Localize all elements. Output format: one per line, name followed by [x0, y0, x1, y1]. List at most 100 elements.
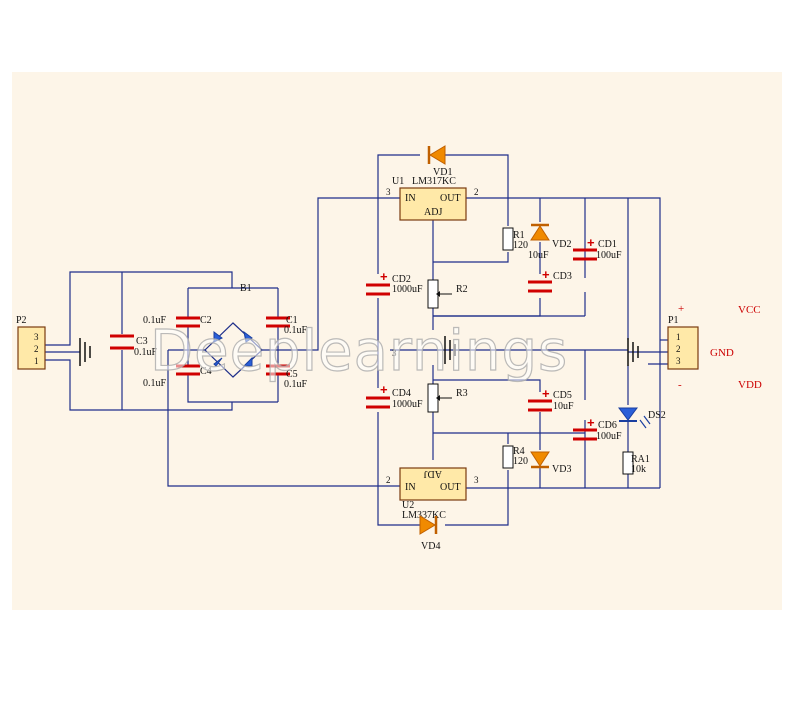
- capacitor-cd2: + CD2 1000uF: [366, 269, 423, 296]
- vdd-label: VDD: [738, 379, 762, 391]
- potentiometer-r3: R3: [427, 383, 468, 413]
- capacitor-cd3: + CD3: [528, 267, 572, 293]
- capacitor-cd6: + CD6 100uF: [573, 415, 622, 442]
- vd2-ref: VD2: [552, 239, 571, 250]
- capacitor-c5: C5 0.1uF: [266, 364, 308, 390]
- u2-pin-out: 3: [474, 475, 479, 485]
- p1-ref: P1: [668, 315, 679, 326]
- regulator-u2: ADJ IN OUT 2 3 U2 LM337KC: [386, 467, 479, 521]
- r2-ref: R2: [456, 284, 468, 295]
- cd5-value: 10uF: [553, 401, 574, 412]
- watermark-text: Deeplearnings: [150, 319, 568, 384]
- p2-ref: P2: [16, 315, 27, 326]
- svg-text:+: +: [587, 235, 595, 250]
- ra1-value: 10k: [631, 464, 646, 475]
- diode-vd2: VD2 10uF: [528, 223, 571, 261]
- wires: [45, 154, 668, 526]
- resistor-ra1: RA1 10k: [622, 451, 650, 475]
- svg-text:+: +: [380, 269, 388, 284]
- u2-part: LM337KC: [402, 510, 446, 521]
- p2-pin-c: 1: [34, 356, 39, 366]
- svg-text:+: +: [587, 415, 595, 430]
- u1-out: OUT: [440, 193, 461, 204]
- u2-adj: ADJ: [424, 468, 442, 479]
- u1-adj: ADJ: [424, 207, 442, 218]
- c3-value: 0.1uF: [134, 347, 158, 358]
- p1-pin-b: 2: [676, 344, 681, 354]
- connector-p2: P2 3 2 1: [16, 315, 46, 370]
- r3-ref: R3: [456, 388, 468, 399]
- cd6-value: 100uF: [596, 431, 622, 442]
- c5-ref: C5: [286, 369, 298, 380]
- svg-text:+: +: [542, 386, 550, 401]
- u2-ref: U2: [402, 500, 414, 511]
- regulator-u1: U1 LM317KC IN OUT ADJ 3 2: [386, 176, 479, 221]
- plus-sign: +: [678, 303, 684, 315]
- u2-pin-in: 2: [386, 475, 391, 485]
- c1-ref: C1: [286, 315, 298, 326]
- p1-pin-a: 1: [676, 332, 681, 342]
- cd6-ref: CD6: [598, 420, 617, 431]
- c3-ref: C3: [136, 336, 148, 347]
- cd4-ref: CD4: [392, 388, 411, 399]
- p2-pin-a: 3: [34, 332, 39, 342]
- capacitor-cd4: + CD4 1000uF: [366, 382, 423, 410]
- connector-p1: P1 1 2 3: [667, 315, 699, 370]
- diode-vd1: VD1: [427, 145, 452, 178]
- capacitor-c1: C1 0.1uF: [266, 315, 308, 336]
- ra1-ref: RA1: [631, 454, 650, 465]
- led-ds2: DS2: [618, 407, 666, 429]
- schematic-sheet: [12, 72, 782, 610]
- vd3-ref: VD3: [552, 464, 571, 475]
- u2-in: IN: [405, 482, 416, 493]
- diode-vd4: VD4: [419, 515, 440, 552]
- u1-in: IN: [405, 193, 416, 204]
- u1-pin-in: 3: [386, 187, 391, 197]
- resistor-r4: R4 120: [502, 445, 528, 469]
- capacitor-c3: C3 0.1uF: [110, 334, 158, 358]
- svg-text:+: +: [542, 267, 550, 282]
- ground-center-symbol: [444, 336, 456, 364]
- cd1-ref: CD1: [598, 239, 617, 250]
- cd3-value-top: 10uF: [528, 250, 549, 261]
- ground-left-symbol: [79, 338, 91, 366]
- p2-pin-b: 2: [34, 344, 39, 354]
- r1-value: 120: [513, 240, 528, 251]
- node-pin3: 3: [392, 348, 397, 358]
- ds2-ref: DS2: [648, 410, 666, 421]
- capacitor-cd1: + CD1 100uF: [573, 235, 622, 261]
- cd2-ref: CD2: [392, 274, 411, 285]
- ground-right-symbol: [627, 338, 639, 366]
- b1-ref: B1: [240, 283, 252, 294]
- cd3-ref: CD3: [553, 271, 572, 282]
- cd4-value: 1000uF: [392, 399, 423, 410]
- c5-value: 0.1uF: [284, 379, 308, 390]
- cd5-ref: CD5: [553, 390, 572, 401]
- cd2-value: 1000uF: [392, 284, 423, 295]
- u2-out: OUT: [440, 482, 461, 493]
- r4-ref: R4: [513, 446, 525, 457]
- r1-ref: R1: [513, 230, 525, 241]
- u1-ref: U1: [392, 176, 404, 187]
- svg-text:+: +: [380, 382, 388, 397]
- gnd-label: GND: [710, 347, 734, 359]
- cd1-value: 100uF: [596, 250, 622, 261]
- p1-pin-c: 3: [676, 356, 681, 366]
- c4-value: 0.1uF: [143, 378, 167, 389]
- vcc-label: VCC: [738, 304, 761, 316]
- c4-ref: C4: [200, 366, 212, 377]
- c1-value: 0.1uF: [284, 325, 308, 336]
- c2-ref: C2: [200, 315, 212, 326]
- capacitor-cd5: + CD5 10uF: [528, 386, 574, 412]
- resistor-r1: R1 120: [502, 227, 528, 251]
- vd4-ref: VD4: [421, 541, 440, 552]
- u1-pin-out: 2: [474, 187, 479, 197]
- u1-part: LM317KC: [412, 176, 456, 187]
- c2-value: 0.1uF: [143, 315, 167, 326]
- vd1-ref: VD1: [433, 167, 452, 178]
- diode-vd3: VD3: [530, 451, 571, 475]
- bridge-rectifier-b1: B1: [204, 283, 263, 378]
- potentiometer-r2: R2: [427, 279, 468, 309]
- r4-value: 120: [513, 456, 528, 467]
